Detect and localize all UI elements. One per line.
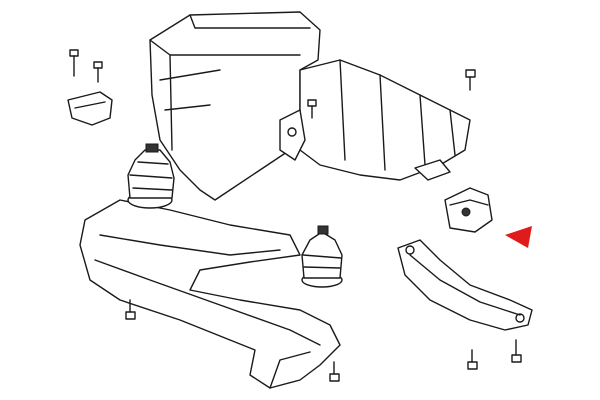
transmission-crossmember [397, 239, 533, 331]
bolt [125, 299, 136, 320]
bolt [511, 339, 522, 363]
engine-block [149, 11, 321, 201]
engine-mount-right [301, 225, 343, 288]
front-crossmember [79, 199, 341, 389]
engine-mount-left [127, 143, 175, 209]
bracket-small [414, 159, 451, 181]
transmission [279, 59, 471, 181]
bracket-left [67, 91, 113, 126]
transmission-mount [444, 187, 493, 233]
bolts [69, 49, 522, 382]
bolt [307, 99, 317, 119]
bolt [69, 49, 79, 77]
bolt [465, 69, 476, 91]
bolt [467, 349, 478, 370]
bolt [93, 61, 103, 83]
highlight-arrow-icon [505, 226, 532, 248]
bolt [329, 361, 340, 382]
